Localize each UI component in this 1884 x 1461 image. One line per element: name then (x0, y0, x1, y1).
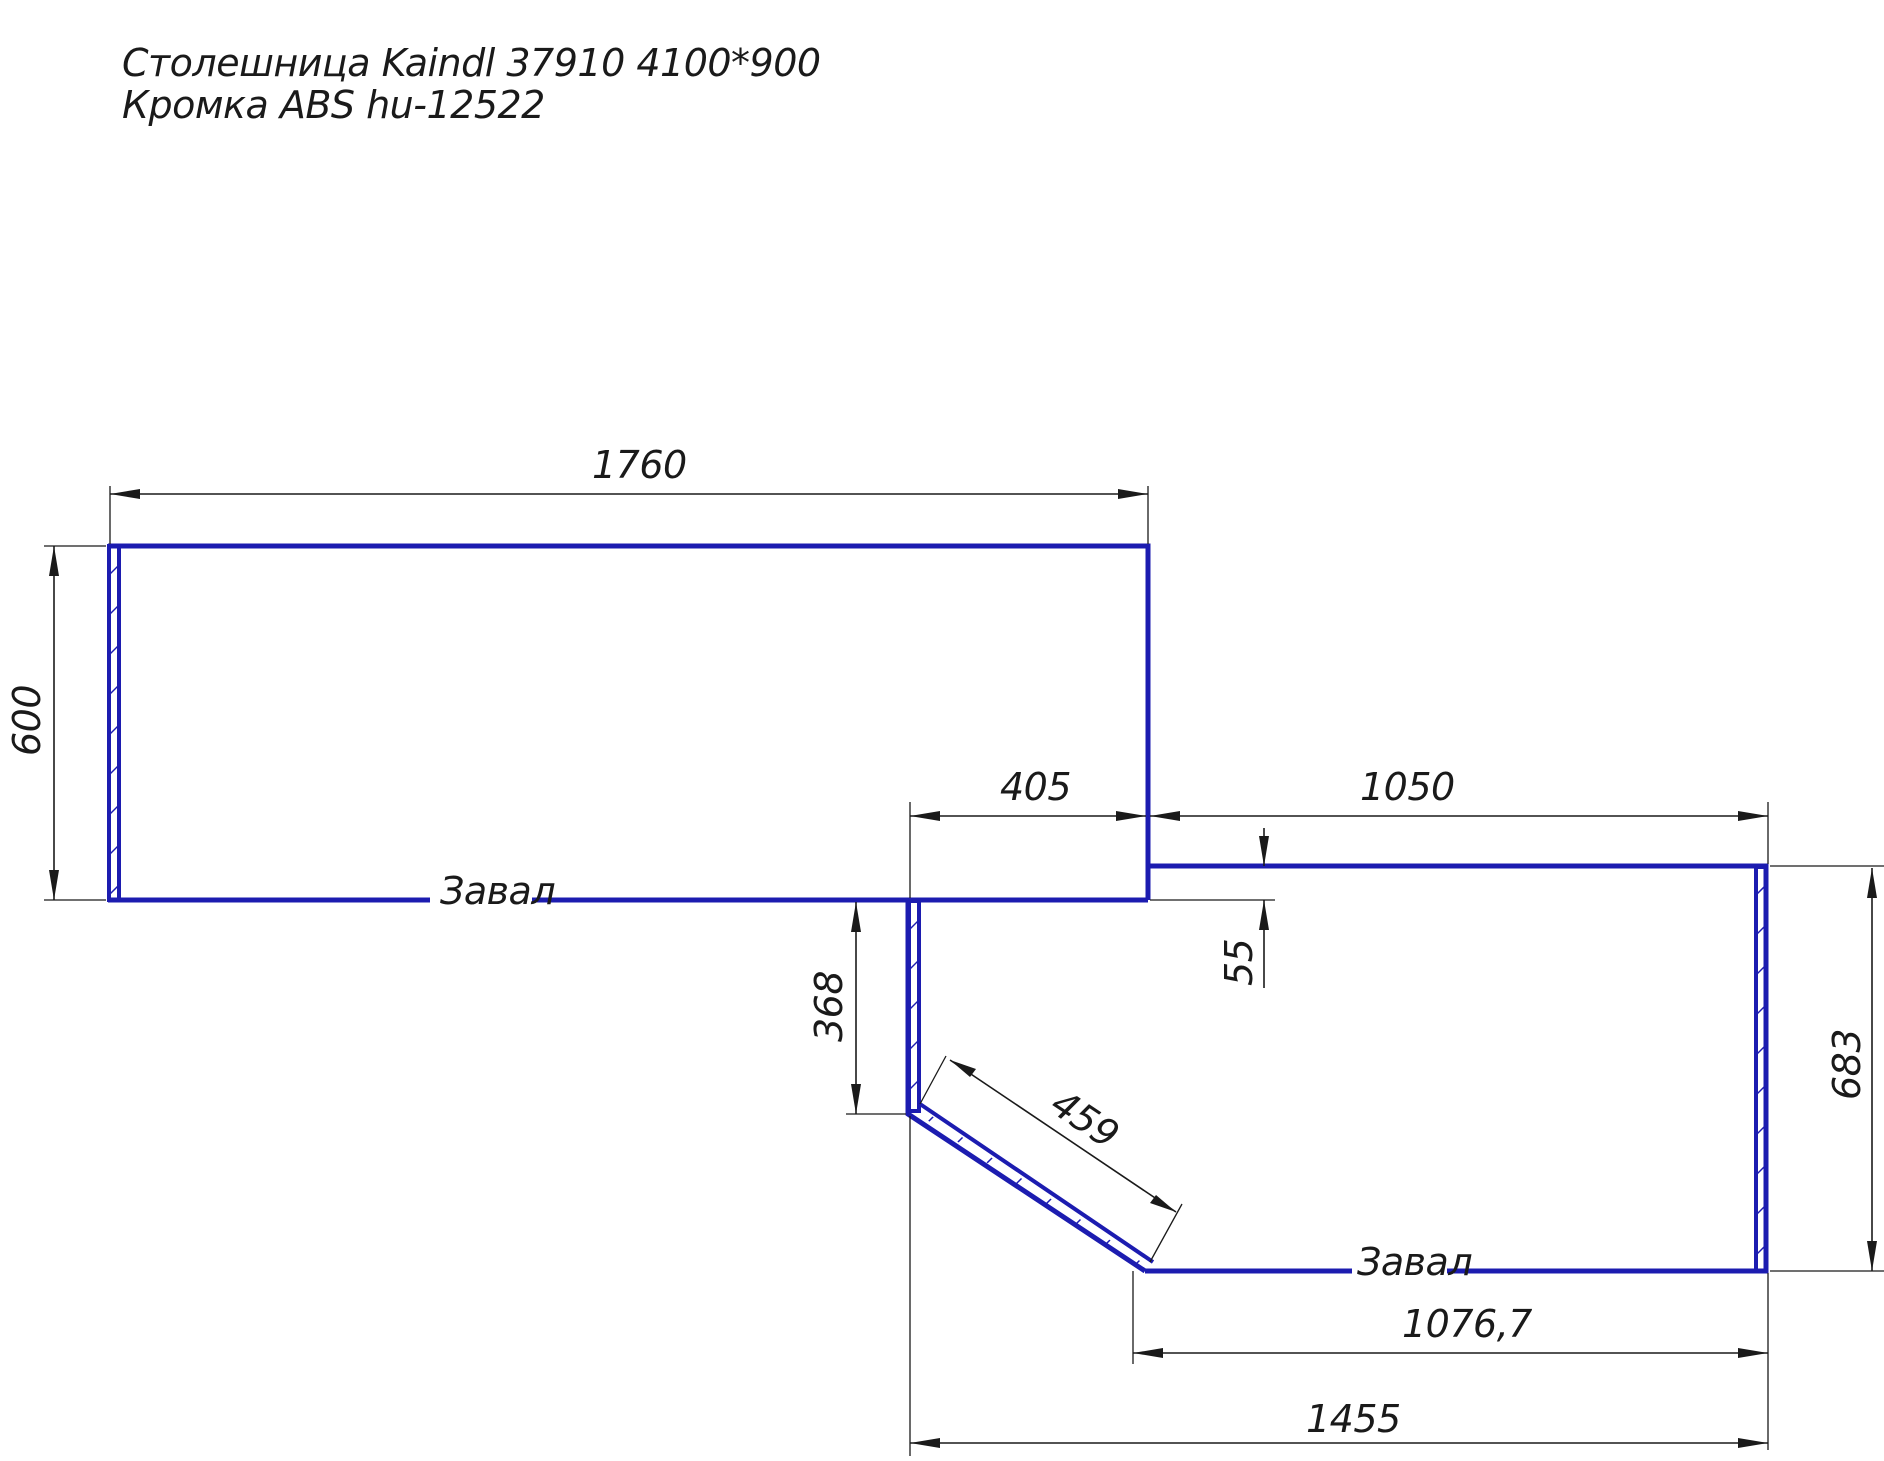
part2-edge-band-left (907, 899, 921, 1113)
dim-405-text: 405 (1000, 765, 1071, 809)
dim-1050-text: 1050 (1360, 765, 1455, 809)
dimension-1050: 1050 (1150, 765, 1769, 864)
dimension-459: 459 (919, 1055, 1183, 1263)
dim-600-text: 600 (5, 685, 49, 756)
dimension-368: 368 (807, 902, 906, 1115)
title-line-2: Кромка ABS hu-12522 (122, 83, 545, 127)
dim-459-text: 459 (1043, 1081, 1127, 1157)
countertop-part-2: Завал 405 1050 55 (807, 765, 1884, 1456)
dim-1076-7-text: 1076,7 (1402, 1302, 1532, 1346)
title-line-1: Столешница Kaindl 37910 4100*900 (122, 41, 821, 85)
dimension-405: 405 (909, 765, 1146, 898)
dimension-1455: 1455 (909, 1116, 1768, 1456)
dim-368-text: 368 (807, 971, 851, 1042)
part2-edge-band-right (1754, 865, 1768, 1273)
part2-outline-left-bevel (905, 897, 1148, 1274)
dim-55-text: 55 (1217, 939, 1261, 986)
dim-1760-text: 1760 (592, 443, 687, 487)
dimension-683: 683 (1770, 865, 1884, 1272)
dim-683-text: 683 (1825, 1029, 1869, 1100)
countertop-part-1: Завал 1760 600 (5, 443, 1151, 913)
part2-front-label: Завал (1357, 1240, 1472, 1284)
dimension-1760: 1760 (109, 443, 1149, 544)
part1-front-label: Завал (440, 869, 555, 913)
title-block: Столешница Kaindl 37910 4100*900 Кромка … (122, 41, 821, 127)
dimension-1076-7: 1076,7 (1132, 1271, 1769, 1450)
dimension-600: 600 (5, 545, 106, 901)
part1-outline-top-right (108, 543, 1151, 900)
part2-outline-main (1145, 863, 1769, 1274)
dimension-55: 55 (1150, 828, 1275, 988)
part1-edge-band-left (107, 544, 121, 902)
dim-1455-text: 1455 (1306, 1397, 1401, 1441)
